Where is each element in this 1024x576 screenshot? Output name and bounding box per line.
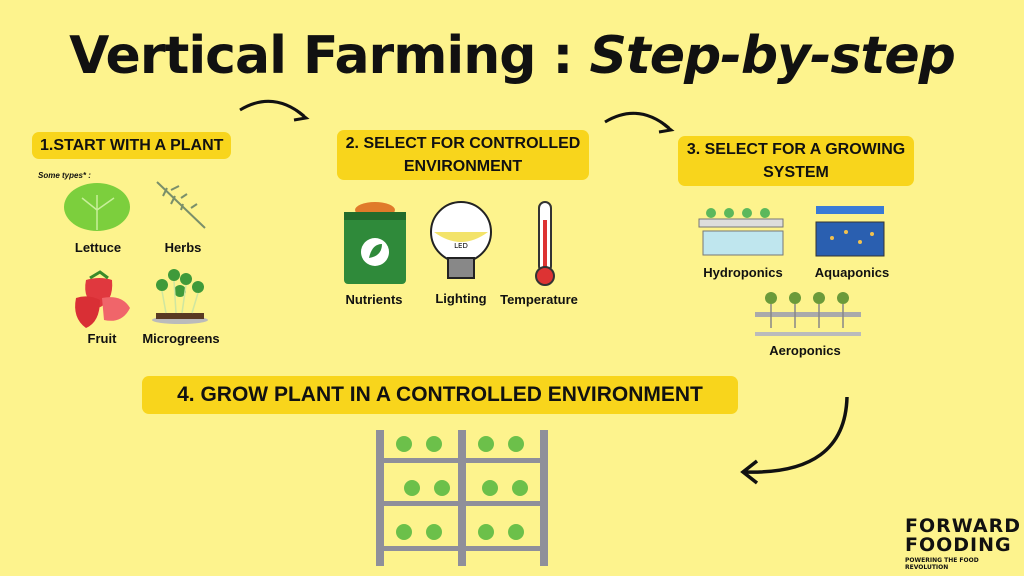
aquaponics-icon <box>815 206 885 257</box>
plant-herbs-label: Herbs <box>164 240 202 255</box>
plant-microgreens-label: Microgreens <box>142 331 220 346</box>
strawberry-icon <box>75 270 130 328</box>
step4-label: 4. GROW PLANT IN A CONTROLLED ENVIRONMEN… <box>142 376 738 414</box>
page-title: Vertical Farming : Step-by-step <box>69 26 956 86</box>
nutrients-bag-icon <box>344 202 406 284</box>
env-lighting-label: Lighting <box>435 291 487 306</box>
microgreens-icon <box>152 269 208 324</box>
step1-label: 1.START WITH A PLANT <box>32 132 232 159</box>
arrow-icon <box>604 111 675 134</box>
env-nutrients-label: Nutrients <box>345 292 403 307</box>
system-aeroponics-label: Aeroponics <box>769 343 841 358</box>
led-text: LED <box>454 242 468 250</box>
some-types-note: Some types* : <box>38 171 91 180</box>
system-aquaponics-label: Aquaponics <box>814 265 890 280</box>
plant-lettuce-label: Lettuce <box>74 240 122 255</box>
forward-fooding-logo: FORWARD FOODING POWERING THE FOOD REVOLU… <box>905 515 1021 572</box>
led-bulb-icon: LED <box>430 201 492 279</box>
curved-arrow-icon <box>740 396 849 485</box>
herbs-icon <box>156 181 206 229</box>
system-hydroponics-label: Hydroponics <box>703 265 783 280</box>
aeroponics-icon <box>755 292 861 336</box>
env-temperature-label: Temperature <box>500 292 578 307</box>
arrow-icon <box>239 99 310 122</box>
thermometer-icon <box>535 201 555 286</box>
plant-fruit-label: Fruit <box>87 331 117 346</box>
lettuce-icon <box>64 183 130 231</box>
hydroponics-icon <box>698 208 784 256</box>
vertical-farm-rack-icon <box>376 430 548 566</box>
